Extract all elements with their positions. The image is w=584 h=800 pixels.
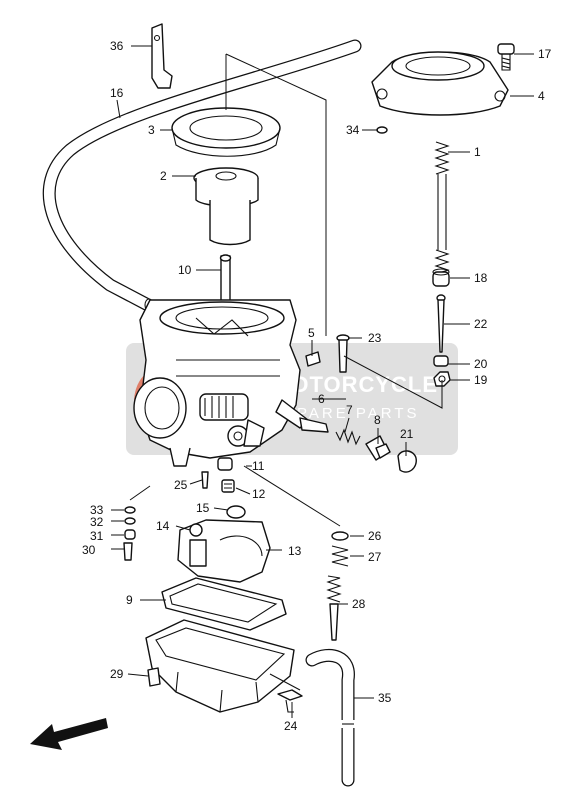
callout-4: 4 [538, 89, 545, 103]
callout-15: 15 [196, 501, 210, 515]
callout-31: 31 [90, 529, 104, 543]
callout-24: 24 [284, 719, 298, 733]
part-washer-32 [124, 517, 136, 525]
part-spring-31 [124, 529, 136, 540]
part-washer-26 [331, 531, 349, 541]
callout-19: 19 [474, 373, 488, 387]
callout-labels: 36 16 3 2 10 5 6 7 8 21 23 17 4 34 1 18 … [82, 39, 552, 733]
front-direction-arrow-icon [30, 718, 108, 750]
callout-30: 30 [82, 543, 96, 557]
callout-5: 5 [308, 326, 315, 340]
callout-33: 33 [90, 503, 104, 517]
callout-28: 28 [352, 597, 366, 611]
callout-10: 10 [178, 263, 192, 277]
callout-17: 17 [538, 47, 552, 61]
part-cover-screw [497, 43, 515, 71]
part-top-cover [371, 51, 509, 116]
callout-26: 26 [368, 529, 382, 543]
part-air-fitting [299, 417, 329, 433]
part-bowl-screw [277, 689, 303, 713]
callout-13: 13 [288, 544, 302, 558]
leader-lines [111, 45, 534, 718]
part-needle-jet [217, 457, 233, 471]
callout-32: 32 [90, 515, 104, 529]
callout-14: 14 [156, 519, 170, 533]
callout-12: 12 [252, 487, 266, 501]
part-diaphragm [171, 107, 281, 157]
callout-11: 11 [252, 459, 265, 473]
part-o-ring [226, 505, 246, 519]
part-main-jet [221, 479, 235, 493]
callout-27: 27 [368, 550, 382, 564]
part-screw-30 [123, 542, 133, 561]
watermark-sub-text: SPARE PARTS [284, 405, 420, 422]
callout-22: 22 [474, 317, 488, 331]
callout-23: 23 [368, 331, 382, 345]
part-jet-needle [436, 294, 446, 353]
part-piston-spring [434, 141, 450, 279]
part-piston-valve [193, 167, 259, 246]
part-drain-hose [305, 648, 358, 787]
callout-6: 6 [318, 392, 325, 406]
part-carburetor-body [133, 299, 309, 467]
part-washer-33 [124, 506, 136, 514]
callout-9: 9 [126, 593, 133, 607]
callout-20: 20 [474, 357, 488, 371]
part-float-valve [326, 575, 342, 641]
part-needle-washer [433, 355, 449, 367]
part-accelerator-pump [177, 519, 271, 583]
part-pilot-jet [201, 471, 209, 489]
callout-2: 2 [160, 169, 167, 183]
part-rubber-cap [397, 450, 417, 473]
part-idle-screw [305, 351, 321, 367]
part-float-bowl-gasket [161, 577, 287, 631]
callout-36: 36 [110, 39, 124, 53]
part-jet-needle-holder [219, 254, 232, 311]
callout-29: 29 [110, 667, 124, 681]
part-needle-retainer [432, 268, 450, 287]
part-drain-screw [147, 667, 161, 687]
callout-18: 18 [474, 271, 488, 285]
callout-8: 8 [374, 413, 381, 427]
callout-16: 16 [110, 86, 124, 100]
callout-35: 35 [378, 691, 392, 705]
part-small-washer [376, 126, 388, 134]
callout-34: 34 [346, 123, 360, 137]
part-float-bowl [145, 619, 295, 713]
part-adjuster-spring [335, 428, 361, 446]
callout-3: 3 [148, 123, 155, 137]
part-float-spring [331, 545, 349, 567]
callout-7: 7 [346, 403, 353, 417]
callout-21: 21 [400, 427, 414, 441]
part-adjuster-screw [365, 435, 391, 461]
callout-1: 1 [474, 145, 481, 159]
callout-25: 25 [174, 478, 188, 492]
part-bracket [151, 23, 173, 89]
